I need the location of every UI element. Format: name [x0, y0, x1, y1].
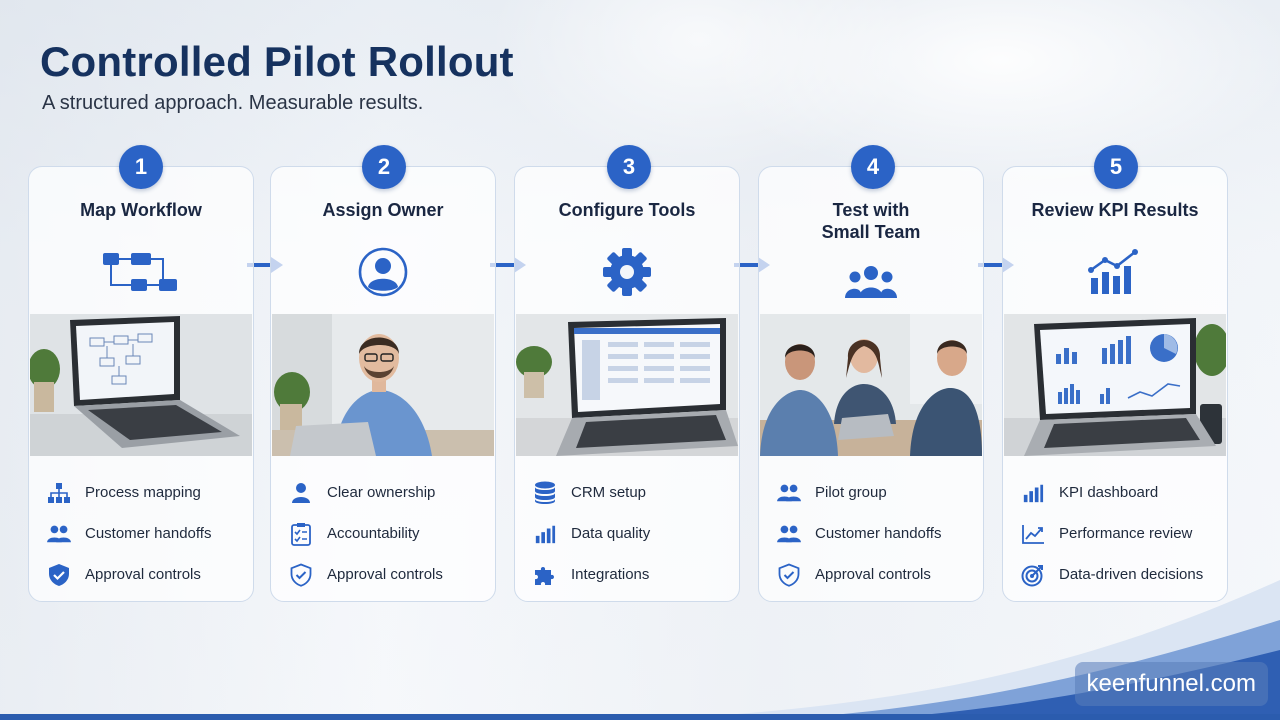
- users-icon: [775, 522, 803, 546]
- shield-check-outline-icon: [775, 563, 803, 587]
- sitemap-icon: [45, 481, 73, 505]
- feature-label: Performance review: [1059, 525, 1193, 542]
- checklist-icon: [287, 522, 315, 546]
- feature-item: KPI dashboard: [1019, 472, 1219, 513]
- feature-item: Data quality: [531, 513, 731, 554]
- feature-item: Accountability: [287, 513, 487, 554]
- step-card-assign-owner: Assign Owner Clear ownership: [270, 166, 496, 602]
- feature-item: Pilot group: [775, 472, 975, 513]
- page-title: Controlled Pilot Rollout: [40, 38, 514, 85]
- feature-label: Integrations: [571, 566, 650, 583]
- photo-laptop-crm: [516, 314, 738, 456]
- gear-icon: [515, 245, 739, 299]
- workflow-icon: [29, 245, 253, 299]
- feature-label: Accountability: [327, 525, 420, 542]
- bar-chart-icon: [1019, 481, 1047, 505]
- feature-label: CRM setup: [571, 484, 647, 501]
- feature-item: Performance review: [1019, 513, 1219, 554]
- feature-item: Approval controls: [287, 554, 487, 595]
- step-card-configure-tools: Configure Tools: [514, 166, 740, 602]
- step-title: Configure Tools: [558, 200, 696, 220]
- bar-chart-icon: [531, 522, 559, 546]
- bottom-bar: [0, 714, 1280, 720]
- growth-chart-icon: [1003, 245, 1227, 299]
- step-title: Assign Owner: [322, 200, 444, 220]
- step-title: Test with Small Team: [821, 200, 921, 242]
- feature-label: Approval controls: [85, 566, 201, 583]
- feature-item: Process mapping: [45, 472, 245, 513]
- step-number-badge: 2: [362, 145, 406, 189]
- feature-item: Approval controls: [775, 554, 975, 595]
- photo-laptop-flowchart: [30, 314, 252, 456]
- photo-laptop-dashboard: [1004, 314, 1226, 456]
- step-title: Map Workflow: [80, 200, 202, 220]
- step-title: Review KPI Results: [1031, 200, 1199, 220]
- page-subtitle: A structured approach. Measurable result…: [42, 92, 424, 114]
- step-number-badge: 4: [851, 145, 895, 189]
- feature-item: Integrations: [531, 554, 731, 595]
- users-icon: [45, 522, 73, 546]
- target-icon: [1019, 563, 1047, 587]
- user-circle-icon: [271, 245, 495, 299]
- step-card-test-small-team: Test with Small Team Pilot group: [758, 166, 984, 602]
- feature-label: Customer handoffs: [85, 525, 212, 542]
- feature-label: Clear ownership: [327, 484, 436, 501]
- step-card-review-kpi: Review KPI Results: [1002, 166, 1228, 602]
- feature-label: Customer handoffs: [815, 525, 942, 542]
- feature-label: KPI dashboard: [1059, 484, 1159, 501]
- shield-check-icon: [45, 563, 73, 587]
- step-card-map-workflow: Map Workflow: [28, 166, 254, 602]
- line-chart-icon: [1019, 522, 1047, 546]
- brand-watermark: keenfunnel.com: [1074, 662, 1268, 706]
- database-icon: [531, 481, 559, 505]
- user-icon: [287, 481, 315, 505]
- photo-team-meeting: [760, 314, 982, 456]
- users-icon: [775, 481, 803, 505]
- feature-label: Process mapping: [85, 484, 201, 501]
- step-number-badge: 5: [1094, 145, 1138, 189]
- feature-label: Approval controls: [327, 566, 443, 583]
- feature-label: Data quality: [571, 525, 651, 542]
- feature-item: Customer handoffs: [775, 513, 975, 554]
- feature-item: Customer handoffs: [45, 513, 245, 554]
- feature-item: Clear ownership: [287, 472, 487, 513]
- step-number-badge: 3: [607, 145, 651, 189]
- shield-check-outline-icon: [287, 563, 315, 587]
- feature-item: Data-driven decisions: [1019, 554, 1219, 595]
- feature-item: Approval controls: [45, 554, 245, 595]
- feature-label: Pilot group: [815, 484, 887, 501]
- team-icon: [759, 255, 983, 309]
- feature-label: Approval controls: [815, 566, 931, 583]
- step-number-badge: 1: [119, 145, 163, 189]
- feature-label: Data-driven decisions: [1059, 566, 1204, 583]
- feature-item: CRM setup: [531, 472, 731, 513]
- photo-man-at-laptop: [272, 314, 494, 456]
- puzzle-icon: [531, 563, 559, 587]
